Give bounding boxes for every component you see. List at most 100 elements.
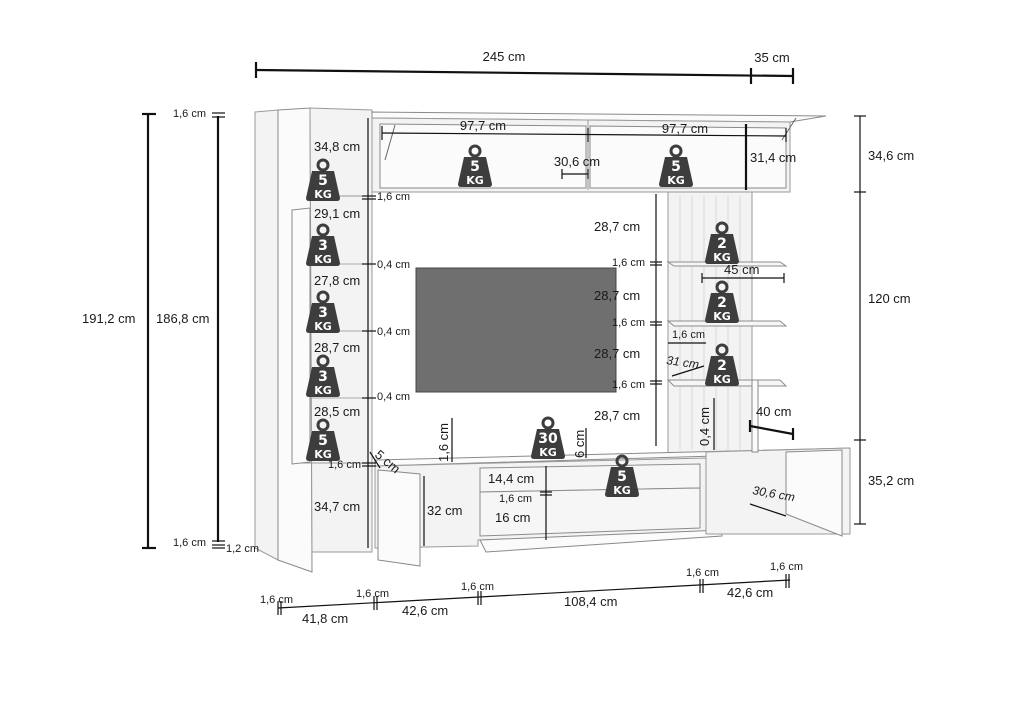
weight-body <box>306 171 340 201</box>
bridge-compartment-right <box>589 125 787 189</box>
weight-icon-left-5: 5KG <box>306 418 340 461</box>
weight-icon-bridge-right: 5KG <box>659 144 693 187</box>
label-bottom-w3: 108,4 cm <box>564 594 617 609</box>
label-plinth: 1,2 cm <box>226 543 259 555</box>
label-right-r1: 28,7 cm <box>594 219 640 234</box>
left-glass-panel <box>291 207 311 465</box>
label-right-shelf-thick: 1,6 cm <box>672 329 705 341</box>
bridge-hinge-left <box>384 124 396 161</box>
weight-number: 5 <box>617 469 627 485</box>
weight-number: 5 <box>318 433 328 449</box>
label-right-glass: 0,4 cm <box>697 407 712 446</box>
label-right-r3: 28,7 cm <box>594 346 640 361</box>
weight-body <box>705 234 739 264</box>
weight-number: 2 <box>717 358 727 374</box>
weight-ring <box>316 418 330 432</box>
weight-body <box>705 293 739 323</box>
right-shelf-2 <box>666 320 788 327</box>
weight-body <box>458 157 492 187</box>
label-bottom-left-thick: 1,6 cm <box>260 594 293 606</box>
weight-icon-left-2: 3KG <box>306 223 340 266</box>
label-top-thickness: 1,6 cm <box>173 108 206 120</box>
right-shelf-depth-line <box>671 365 705 377</box>
weight-number: 2 <box>717 295 727 311</box>
weight-icon-left-4: 3KG <box>306 354 340 397</box>
weight-body <box>306 303 340 333</box>
weight-body <box>306 431 340 461</box>
weight-icon-bridge-left: 5KG <box>458 144 492 187</box>
label-bottom-thickness: 1,6 cm <box>173 537 206 549</box>
label-tv-left-door: 32 cm <box>427 503 462 518</box>
label-tv-shelf: 1,6 cm <box>499 493 532 505</box>
label-bridge-height: 31,4 cm <box>750 150 796 165</box>
weight-unit: KG <box>314 448 332 461</box>
label-bottom-w1: 41,8 cm <box>302 611 348 626</box>
weight-number: 3 <box>318 369 328 385</box>
label-left-c4: 28,7 cm <box>314 340 360 355</box>
weight-body <box>531 429 565 459</box>
weight-body <box>306 236 340 266</box>
label-bottom-t5: 1,6 cm <box>770 561 803 573</box>
weight-ring <box>316 158 330 172</box>
weight-number: 5 <box>470 159 480 175</box>
label-right-r2: 28,7 cm <box>594 288 640 303</box>
label-right-bottom: 35,2 cm <box>868 473 914 488</box>
door-thickness-line <box>369 451 381 469</box>
weight-ring <box>715 343 729 357</box>
weight-unit: KG <box>613 484 631 497</box>
weight-body <box>659 157 693 187</box>
label-bridge-depth: 30,6 cm <box>554 154 600 169</box>
label-right-r4: 28,7 cm <box>594 408 640 423</box>
weight-ring <box>715 221 729 235</box>
weight-ring <box>541 416 555 430</box>
label-bottom-t2: 1,6 cm <box>356 588 389 600</box>
label-right-shelf-depth: 31 cm <box>666 353 700 371</box>
bench-right-door <box>785 449 843 537</box>
label-tv-top-gap: 6 cm <box>572 430 587 458</box>
label-right-top: 34,6 cm <box>868 148 914 163</box>
label-left-c2-glass: 0,4 cm <box>377 259 410 271</box>
weight-icon-tv-shelf: 5KG <box>605 454 639 497</box>
weight-unit: KG <box>539 446 557 459</box>
right-base-depth-line <box>749 424 794 436</box>
weight-number: 5 <box>318 173 328 189</box>
label-right-base-depth: 40 cm <box>756 404 791 419</box>
label-total-height: 191,2 cm <box>82 311 135 326</box>
label-left-c1-shelf: 1,6 cm <box>377 191 410 203</box>
tv-right-depth-line <box>749 503 787 517</box>
label-right-s1: 1,6 cm <box>612 257 645 269</box>
label-right-mid: 120 cm <box>868 291 911 306</box>
weight-unit: KG <box>314 253 332 266</box>
weight-unit: KG <box>667 174 685 187</box>
weight-icon-right-1: 2KG <box>705 221 739 264</box>
label-left-c1: 34,8 cm <box>314 139 360 154</box>
dimension-lines <box>142 62 866 615</box>
weight-body <box>705 356 739 386</box>
weight-ring <box>316 354 330 368</box>
label-bottom-t4: 1,6 cm <box>686 567 719 579</box>
bench-flap <box>479 529 723 553</box>
dimension-labels: 2 45 cm 35 cm 191,2 cm 186,8 cm 1,6 cm 1,… <box>82 49 914 626</box>
weight-ring <box>615 454 629 468</box>
label-depth-top: 35 cm <box>754 50 789 65</box>
weight-number: 3 <box>318 238 328 254</box>
label-bottom-t3: 1,6 cm <box>461 581 494 593</box>
furniture-drawing <box>254 107 851 573</box>
weight-body <box>605 467 639 497</box>
weight-ring <box>468 144 482 158</box>
weight-unit: KG <box>314 320 332 333</box>
weight-ring <box>669 144 683 158</box>
label-left-c5-shelf: 1,6 cm <box>328 459 361 471</box>
label-inner-height: 186,8 cm <box>156 311 209 326</box>
weight-unit: KG <box>314 188 332 201</box>
bridge-compartment-left <box>379 123 587 189</box>
weight-icon-left-3: 3KG <box>306 290 340 333</box>
weight-unit: KG <box>466 174 484 187</box>
label-right-shelf-width: 45 cm <box>724 262 759 277</box>
label-tv-low: 16 cm <box>495 510 530 525</box>
label-left-c5: 28,5 cm <box>314 404 360 419</box>
